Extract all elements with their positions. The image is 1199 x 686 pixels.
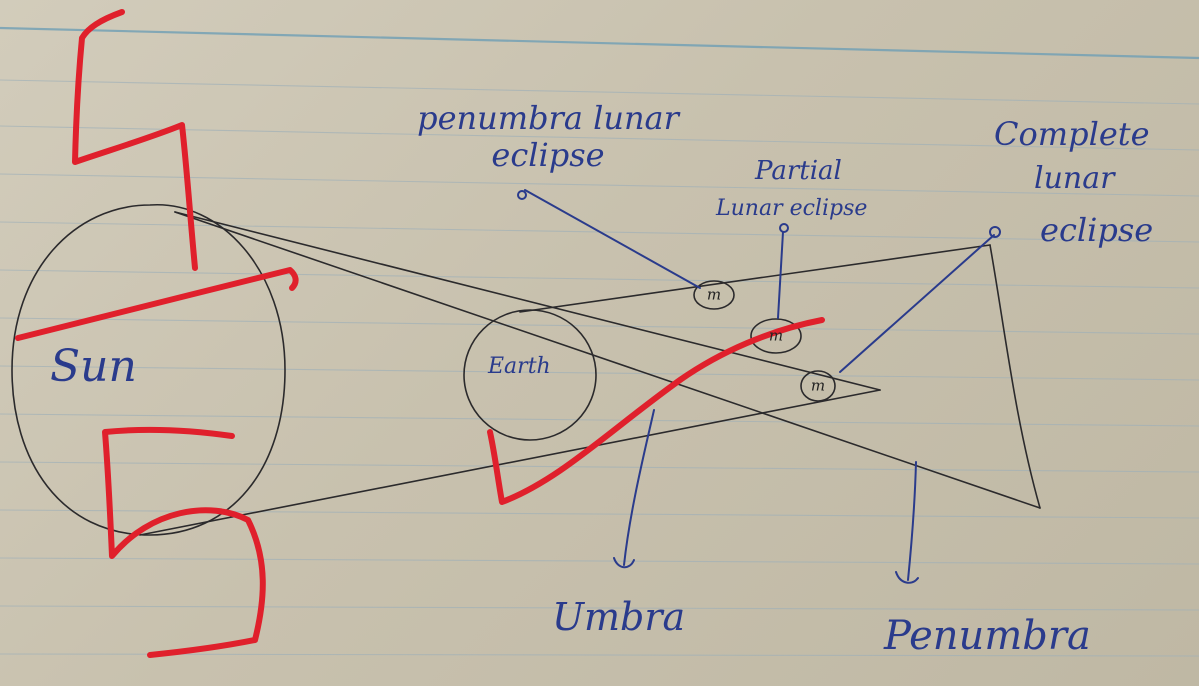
rule-line: [0, 413, 1199, 427]
penumbra-edge: [989, 244, 1041, 509]
sun-circle: [11, 204, 286, 536]
pointer-penumbra-eclipse: [524, 189, 701, 289]
moons: [693, 280, 836, 402]
penumbra-lunar-eclipse-label: penumbra lunar eclipse: [417, 99, 679, 174]
margin-line: [0, 26, 1199, 60]
penumbra-label: Penumbra: [884, 613, 1091, 659]
rule-line: [0, 79, 1199, 105]
complete-eclipse-label-line3: eclipse: [1040, 211, 1154, 249]
pointer-umbra: [613, 409, 655, 569]
earth-label: Earth: [488, 354, 551, 379]
rule-line: [0, 317, 1199, 335]
rule-line: [0, 125, 1199, 151]
rule-line: [0, 653, 1199, 657]
pointer-dot: [989, 226, 1001, 238]
red-mark-earth: [487, 317, 825, 505]
pointer-dot: [779, 223, 789, 233]
moon-penumbral-position: [693, 280, 735, 310]
rule-line: [0, 269, 1199, 289]
pointer-complete-eclipse: [839, 234, 995, 373]
moon-symbol-penumbral: m: [706, 285, 722, 304]
moon-partial-position: [750, 318, 802, 354]
penumbra-ray-upper: [519, 244, 991, 313]
red-mark-top: [72, 9, 198, 271]
umbra-label: Umbra: [552, 595, 686, 639]
sun-label: Sun: [50, 341, 137, 392]
moon-total-position: [800, 370, 836, 402]
umbra-ray-bottom: [139, 389, 881, 536]
red-mark-bottom: [102, 426, 266, 658]
rule-line: [0, 557, 1199, 565]
complete-eclipse-label-line2: lunar: [1034, 161, 1115, 196]
moon-symbol-partial: m: [768, 326, 784, 345]
red-correction-marks: [15, 9, 825, 658]
rule-line: [0, 461, 1199, 473]
shadow-rays: [139, 211, 1041, 536]
penumbra-ray-lower: [174, 211, 1041, 509]
complete-eclipse-label-line1: Complete: [994, 115, 1150, 153]
partial-eclipse-label-line1: Partial: [755, 156, 842, 186]
partial-eclipse-label-line2: Lunar eclipse: [716, 196, 868, 221]
rule-line: [0, 605, 1199, 611]
pointer-dot: [517, 190, 527, 200]
pointer-penumbra: [895, 461, 919, 584]
red-mark-middle: [15, 267, 299, 341]
rule-line: [0, 173, 1199, 197]
pointer-lines: [517, 189, 1001, 584]
moon-symbol-total: m: [810, 376, 826, 395]
pointer-partial-eclipse: [777, 231, 784, 319]
umbra-ray-top: [174, 211, 881, 391]
rule-line: [0, 365, 1199, 381]
